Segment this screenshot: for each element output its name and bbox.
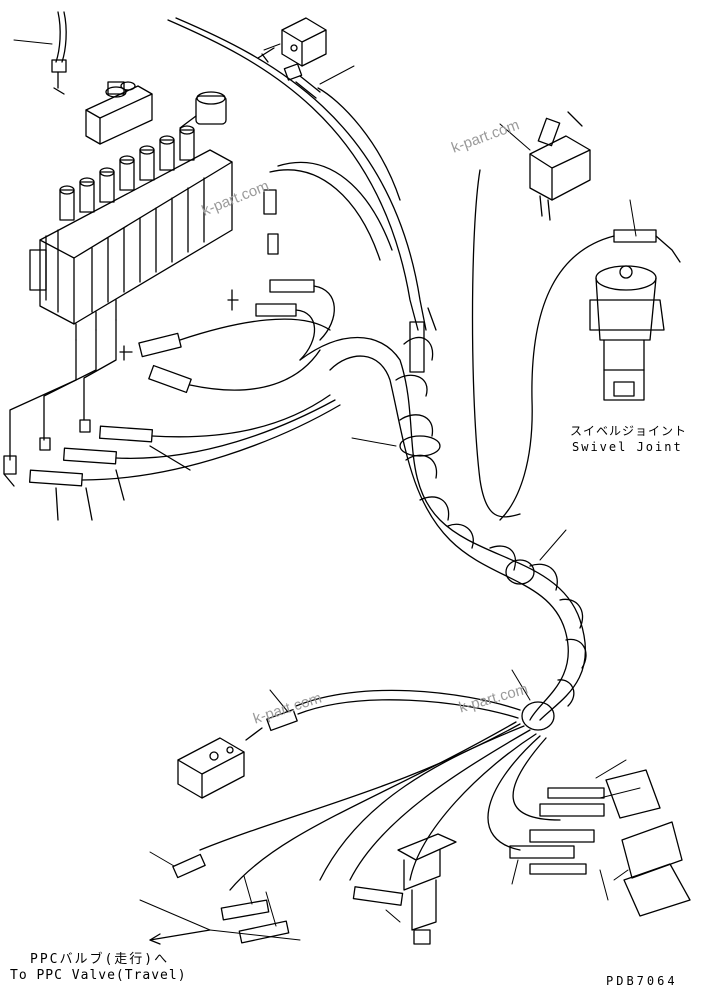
bracket-right: [605, 769, 691, 917]
valve-pilot-lines: [3, 319, 117, 487]
swivel-joint-label-en: Swivel Joint: [572, 440, 683, 454]
ppc-arrow: [149, 929, 211, 945]
hose-bundle: [299, 307, 587, 731]
hose-fanout-lower: [172, 721, 605, 944]
block-top-right: [529, 111, 591, 221]
block-lower: [177, 689, 521, 799]
block-top-center: [257, 17, 401, 201]
ppc-valve-label-jp: PPCバルブ(走行)へ: [30, 952, 170, 967]
drawing-code: PDB7064: [606, 974, 678, 988]
ppc-valve-label-en: To PPC Valve(Travel): [10, 968, 187, 983]
control-valve: [29, 91, 233, 341]
swivel-joint: [589, 265, 665, 401]
hose-group-middle: [119, 161, 393, 394]
top-hose: [51, 11, 427, 331]
swivel-hoses: [471, 169, 681, 521]
ppc-valve: [397, 833, 457, 945]
hose-group-lower-left: [28, 394, 341, 521]
swivel-joint-label-jp: スイベルジョイント: [570, 424, 688, 438]
solenoid-block-top: [85, 81, 153, 145]
